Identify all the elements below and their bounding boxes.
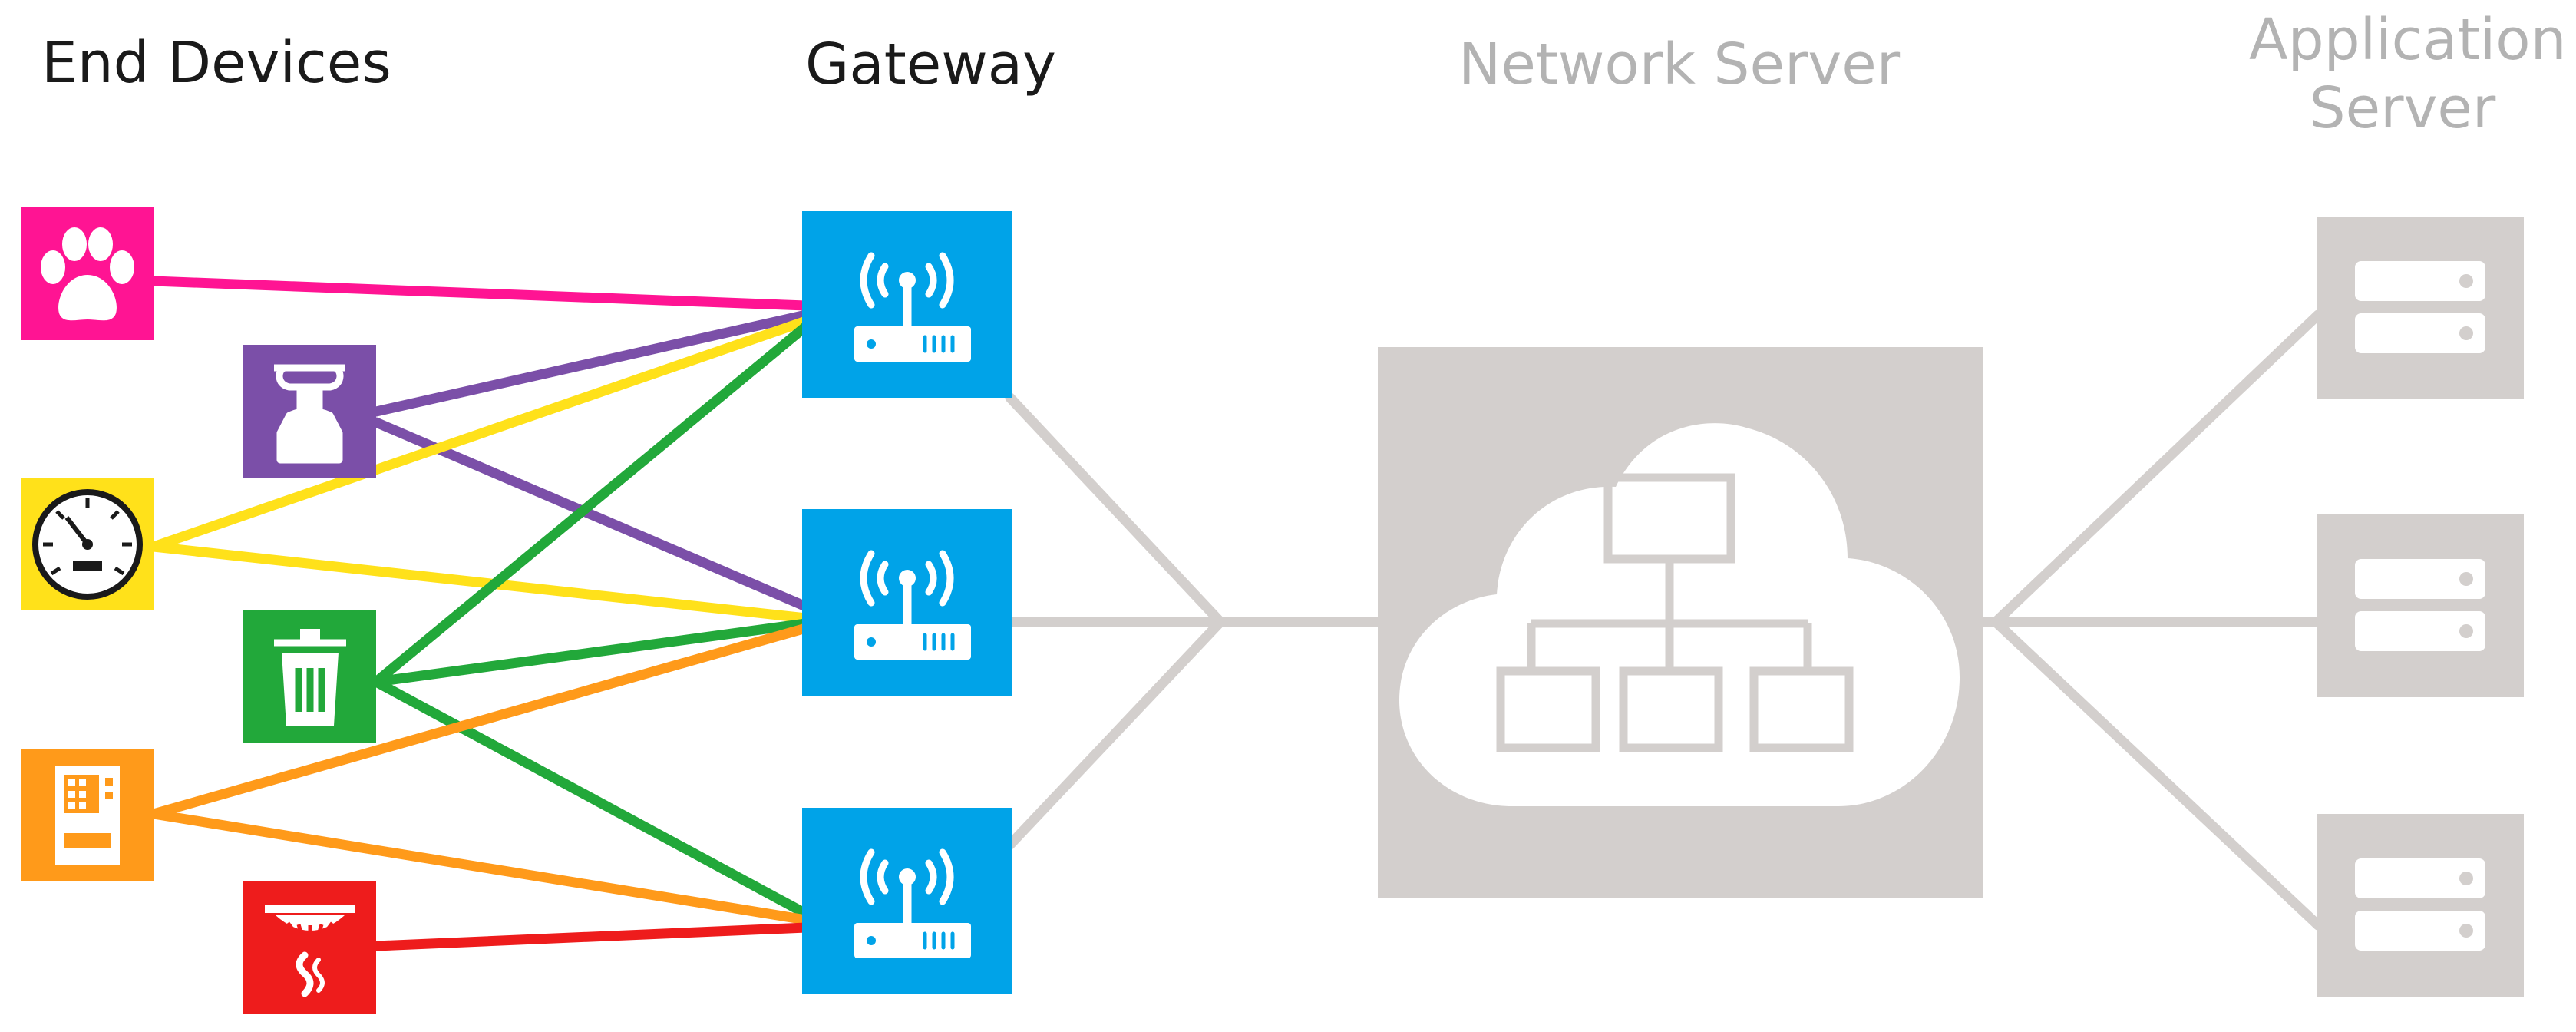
application-server-3	[2317, 814, 2524, 997]
link-hub-app3	[1990, 617, 2323, 931]
gateway-title: Gateway	[805, 31, 1056, 98]
end-device-gas-cylinder	[243, 345, 376, 478]
link-paw-gateway1	[148, 276, 811, 311]
link-gateway1-hub	[1005, 392, 1226, 627]
link-bin-gateway1	[371, 321, 811, 687]
server-icon	[2355, 559, 2485, 651]
link-meter-gateway1	[148, 316, 811, 552]
wireless-router-icon	[854, 252, 971, 362]
wireless-router-icon	[854, 550, 971, 660]
wireless-router-icon	[854, 848, 971, 958]
link-gateway3-hub	[1005, 617, 1226, 850]
link-bin-gateway2	[371, 618, 811, 687]
cloud-shape	[1399, 423, 1960, 806]
device-gateway-links	[148, 276, 811, 951]
end-device-vending-machine	[21, 749, 154, 882]
end-device-smoke-detector	[243, 882, 376, 1014]
link-meter-gateway2	[148, 541, 811, 624]
link-hub-app1	[1990, 309, 2323, 627]
vending-machine-icon	[55, 766, 120, 865]
end-devices-title: End Devices	[41, 30, 391, 96]
end-device-smart-bin	[243, 610, 376, 743]
gateway-2	[802, 509, 1012, 696]
application-server-title-line2: Server	[2309, 74, 2496, 141]
end-device-utility-meter	[21, 478, 154, 610]
paw-icon	[41, 227, 134, 321]
link-bin-gateway3	[371, 676, 811, 919]
cloud-network-icon	[1399, 423, 1960, 806]
end-device-pet-tracker	[21, 207, 154, 340]
link-vending-gateway3	[148, 809, 811, 925]
backhaul-links	[1005, 309, 2323, 931]
link-smoke-gateway3	[371, 922, 811, 951]
network-server-node	[1378, 347, 1983, 898]
application-server-2	[2317, 514, 2524, 697]
gauge-meter-icon	[32, 489, 143, 600]
gas-cylinder-icon	[274, 364, 345, 464]
network-server-title: Network Server	[1458, 31, 1901, 98]
smoke-detector-icon	[265, 905, 355, 997]
trash-bin-icon	[274, 629, 346, 726]
link-gas-gateway1	[371, 309, 811, 417]
application-server-1	[2317, 217, 2524, 399]
application-server-title: Application Server	[2249, 6, 2567, 143]
gateway-1	[802, 211, 1012, 398]
application-server-title-line1: Application	[2249, 7, 2567, 73]
server-icon	[2355, 858, 2485, 951]
server-icon	[2355, 261, 2485, 353]
link-vending-gateway2	[148, 623, 811, 819]
gateway-3	[802, 808, 1012, 994]
link-gas-gateway2	[371, 417, 811, 612]
